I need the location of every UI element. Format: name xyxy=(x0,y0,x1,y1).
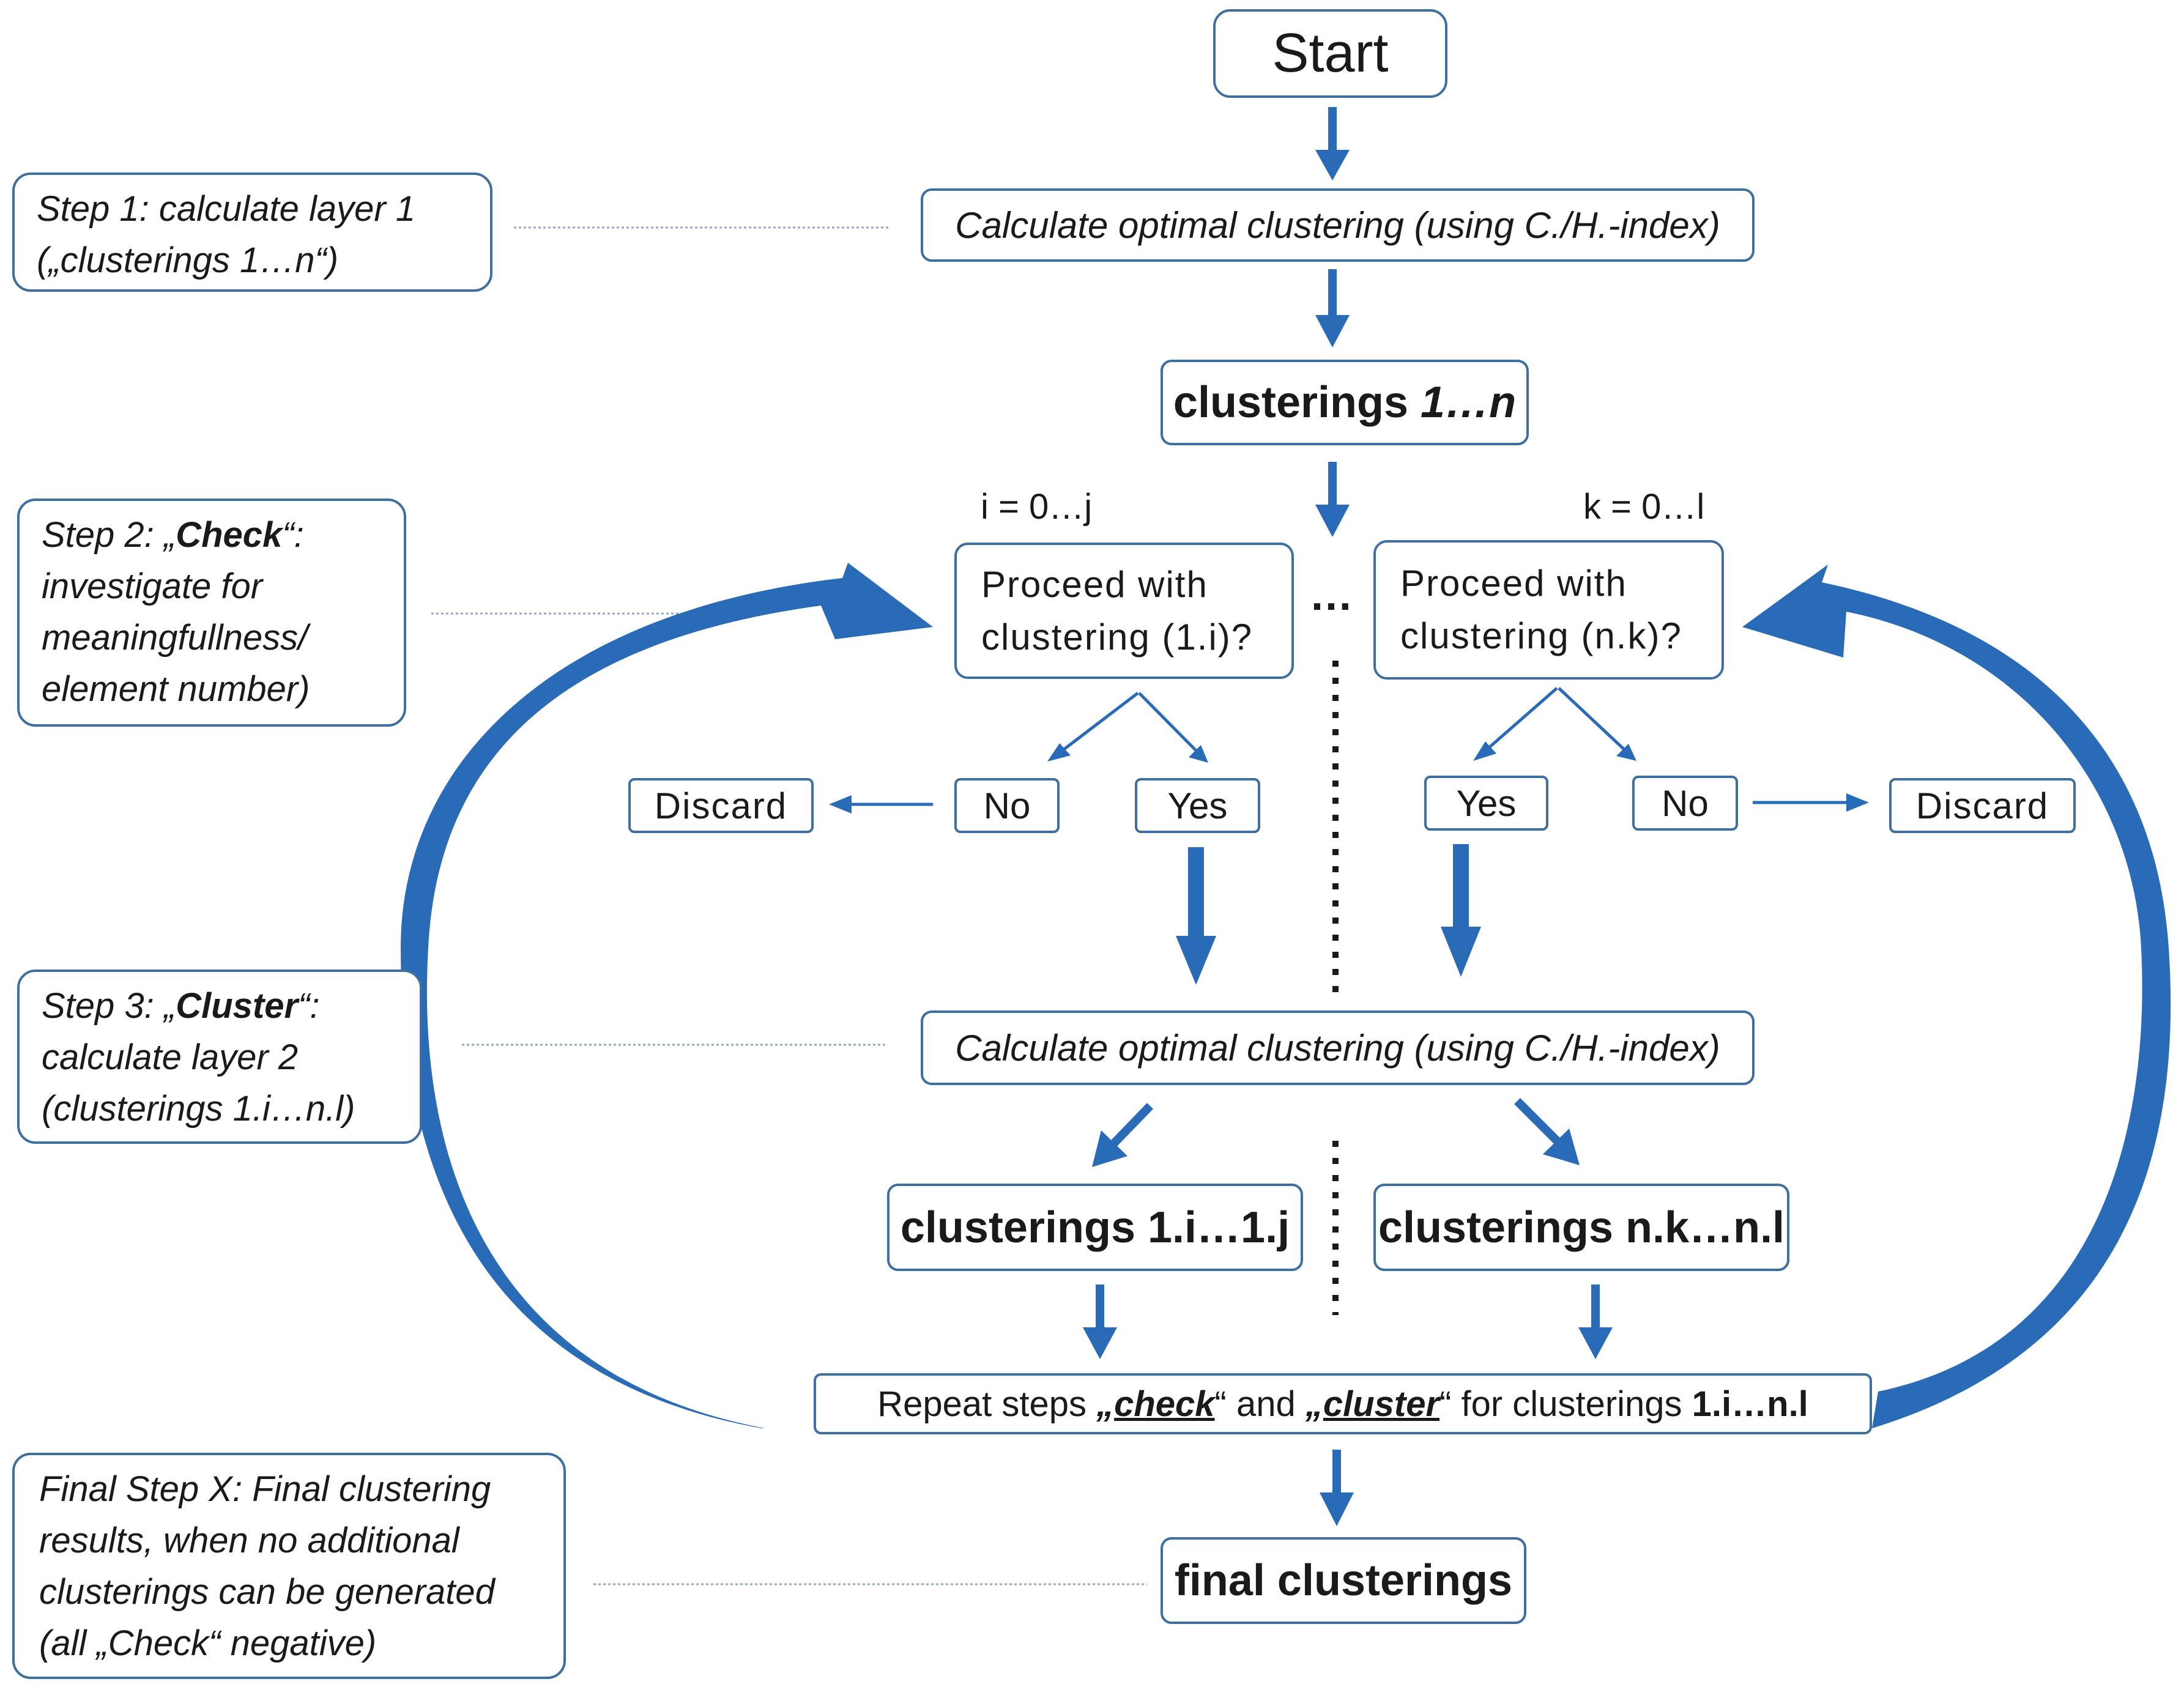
proceed-right-line2: clustering (n.k)? xyxy=(1400,615,1682,656)
arrow-no-to-discard-right xyxy=(1753,793,1869,812)
k-range-label: k = 0…l xyxy=(1583,487,1705,527)
discard-right: Discard xyxy=(1889,778,2076,833)
arrow-left-clusterings-to-repeat xyxy=(1083,1285,1117,1359)
arrow-right-clusterings-to-repeat xyxy=(1578,1285,1613,1359)
i-range-label: i = 0…j xyxy=(981,487,1093,527)
note-step-3: Step 3: „Cluster“: calculate layer 2 (cl… xyxy=(17,970,422,1144)
clusterings-1-n-node: clusterings 1…n xyxy=(1161,360,1529,445)
loop-arrow-left xyxy=(401,563,933,1428)
loop-arrow-right xyxy=(1742,565,2171,1428)
repeat-check-keyword: check xyxy=(1114,1384,1215,1424)
arrow-calc-to-left-clusterings xyxy=(1092,1103,1154,1167)
yes-right: Yes xyxy=(1424,776,1548,831)
yes-left: Yes xyxy=(1135,778,1260,833)
start-label: Start xyxy=(1272,23,1389,84)
note-cluster-keyword: Cluster xyxy=(176,986,299,1026)
clusterings-range: 1…n xyxy=(1421,378,1517,427)
branch-ellipsis: … xyxy=(1309,571,1353,620)
proceed-left-line2: clustering (1.i)? xyxy=(981,616,1254,658)
note-step-2: Step 2: „Check“: investigate for meaning… xyxy=(17,499,406,727)
clusterings-1i-1j-node: clusterings 1.i…1.j xyxy=(887,1184,1303,1271)
flow-arrow-clusterings-to-branches xyxy=(1315,462,1350,537)
no-left: No xyxy=(954,778,1060,833)
flow-arrow-start-to-calc xyxy=(1315,107,1350,180)
discard-left: Discard xyxy=(628,778,814,833)
flow-arrow-calc-to-clusterings xyxy=(1315,269,1350,347)
start-node: Start xyxy=(1213,9,1447,98)
calculate-optimal-clustering-middle: Calculate optimal clustering (using C./H… xyxy=(921,1010,1755,1085)
proceed-right-line1: Proceed with xyxy=(1400,563,1627,604)
arrow-yes-left-down xyxy=(1176,847,1216,985)
note-check-keyword: Check xyxy=(176,515,283,555)
calculate-top-label: Calculate optimal clustering (using C./H… xyxy=(955,204,1720,246)
clusterings-nk-nl-node: clusterings n.k…n.l xyxy=(1373,1184,1789,1271)
calculate-mid-label: Calculate optimal clustering (using C./H… xyxy=(955,1027,1720,1069)
note-step-1: Step 1: calculate layer 1 („clusterings … xyxy=(12,172,492,292)
final-clusterings-node: final clusterings xyxy=(1161,1537,1526,1624)
split-arrows-right xyxy=(1473,687,1636,761)
proceed-left-line1: Proceed with xyxy=(981,563,1208,605)
repeat-steps-node: Repeat steps „check“ and „cluster“ for c… xyxy=(814,1373,1872,1434)
no-right: No xyxy=(1632,776,1738,831)
note-final-step: Final Step X: Final clustering results, … xyxy=(12,1453,566,1679)
repeat-cluster-keyword: cluster xyxy=(1323,1384,1440,1424)
split-arrows-left xyxy=(1047,692,1208,763)
decision-proceed-right: Proceed with clustering (n.k)? xyxy=(1373,540,1724,680)
arrow-no-to-discard-left xyxy=(829,795,933,814)
arrow-calc-to-right-clusterings xyxy=(1514,1098,1580,1165)
arrow-yes-right-down xyxy=(1441,844,1481,977)
repeat-range: 1.i…n.l xyxy=(1692,1384,1808,1424)
arrow-repeat-to-final xyxy=(1320,1450,1354,1526)
decision-proceed-left: Proceed with clustering (1.i)? xyxy=(954,543,1294,679)
clusterings-label: clusterings xyxy=(1173,378,1421,427)
calculate-optimal-clustering-top: Calculate optimal clustering (using C./H… xyxy=(921,188,1755,262)
